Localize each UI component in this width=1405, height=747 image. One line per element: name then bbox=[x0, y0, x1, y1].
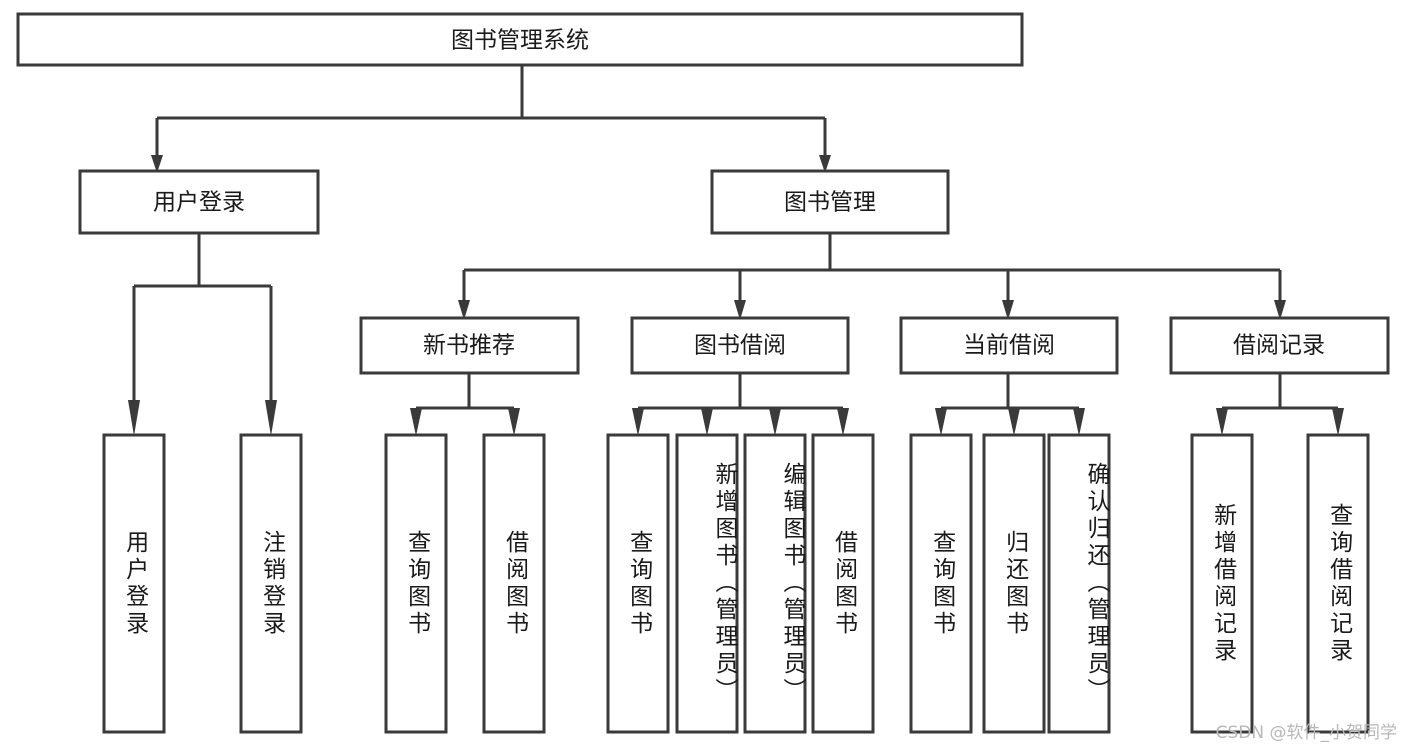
node-root-label: 图书管理系统 bbox=[451, 28, 589, 54]
arrow-borrow-leaf2 bbox=[701, 408, 713, 436]
leaf-box-return-book[interactable] bbox=[982, 433, 1046, 734]
leaf-box-query-book-current[interactable] bbox=[909, 433, 973, 734]
edge-records-to-leaves bbox=[1216, 373, 1344, 436]
node-book-borrow[interactable]: 图书借阅 bbox=[630, 316, 850, 375]
node-book-management-box[interactable] bbox=[710, 169, 950, 235]
arrow-current-leaf3 bbox=[1073, 408, 1085, 436]
node-new-book-recommend-label: 新书推荐 bbox=[423, 333, 515, 359]
node-current-borrow-label: 当前借阅 bbox=[963, 333, 1055, 359]
node-borrow-records[interactable]: 借阅记录 bbox=[1169, 316, 1390, 375]
leaf-box-confirm-return-admin[interactable] bbox=[1047, 433, 1111, 734]
leaf-box-borrow-book-new[interactable] bbox=[482, 433, 546, 734]
edge-current-to-leaves bbox=[935, 373, 1085, 436]
arrow-current-leaf1 bbox=[935, 408, 947, 436]
node-book-borrow-label: 图书借阅 bbox=[694, 333, 786, 359]
arrow-records-leaf2 bbox=[1332, 408, 1344, 436]
node-book-borrow-box[interactable] bbox=[630, 316, 850, 375]
edge-bookmgmt-to-level3 bbox=[458, 233, 1286, 320]
arrow-borrow-leaf3 bbox=[769, 408, 781, 436]
leaf-box-query-book-borrow[interactable] bbox=[606, 433, 670, 734]
leaf-box-add-book-admin[interactable] bbox=[675, 433, 739, 734]
node-root[interactable]: 图书管理系统 bbox=[16, 12, 1024, 67]
node-user-login-box[interactable] bbox=[78, 169, 320, 235]
arrow-newbook-leaf2 bbox=[508, 408, 520, 436]
node-current-borrow-box[interactable] bbox=[899, 316, 1119, 375]
node-user-login[interactable]: 用户登录 bbox=[78, 169, 320, 235]
node-borrow-records-label: 借阅记录 bbox=[1233, 333, 1325, 359]
watermark: CSDN @软件_小贺同学 bbox=[1215, 723, 1397, 743]
arrow-borrow-leaf1 bbox=[632, 408, 644, 436]
arrow-newbook-leaf1 bbox=[410, 408, 422, 436]
leaf-box-edit-book-admin[interactable] bbox=[743, 433, 807, 734]
arrow-to-current bbox=[1002, 300, 1014, 320]
edge-newbook-to-leaves bbox=[410, 373, 520, 436]
node-user-login-label: 用户登录 bbox=[153, 190, 245, 216]
leaf-box-add-borrow-record[interactable] bbox=[1190, 433, 1254, 734]
arrow-records-leaf1 bbox=[1216, 408, 1228, 436]
node-new-book-recommend-box[interactable] bbox=[359, 316, 580, 375]
arrow-to-records bbox=[1274, 300, 1286, 320]
node-root-box[interactable] bbox=[16, 12, 1024, 67]
arrow-to-user-login bbox=[151, 155, 163, 173]
leaf-boxes bbox=[102, 433, 1370, 734]
node-borrow-records-box[interactable] bbox=[1169, 316, 1390, 375]
arrow-borrow-leaf4 bbox=[837, 408, 849, 436]
edge-borrow-to-leaves bbox=[632, 373, 849, 436]
leaf-box-query-borrow-record[interactable] bbox=[1306, 433, 1370, 734]
node-current-borrow[interactable]: 当前借阅 bbox=[899, 316, 1119, 375]
leaf-box-query-book-new[interactable] bbox=[384, 433, 448, 734]
node-book-management[interactable]: 图书管理 bbox=[710, 169, 950, 235]
arrow-userlogin-leaf2 bbox=[265, 400, 277, 436]
leaf-box-borrow-book[interactable] bbox=[811, 433, 875, 734]
arrow-userlogin-leaf1 bbox=[128, 400, 140, 436]
node-book-management-label: 图书管理 bbox=[784, 190, 876, 216]
leaf-box-user-login[interactable] bbox=[102, 433, 166, 734]
edge-userlogin-to-leaves bbox=[128, 233, 277, 436]
arrow-to-newbook bbox=[458, 300, 470, 320]
arrow-current-leaf2 bbox=[1008, 408, 1020, 436]
arrow-to-book-mgmt bbox=[819, 155, 831, 173]
node-new-book-recommend[interactable]: 新书推荐 bbox=[359, 316, 580, 375]
arrow-to-borrow bbox=[734, 300, 746, 320]
edge-root-to-level2 bbox=[151, 65, 831, 173]
leaf-box-logout[interactable] bbox=[239, 433, 303, 734]
